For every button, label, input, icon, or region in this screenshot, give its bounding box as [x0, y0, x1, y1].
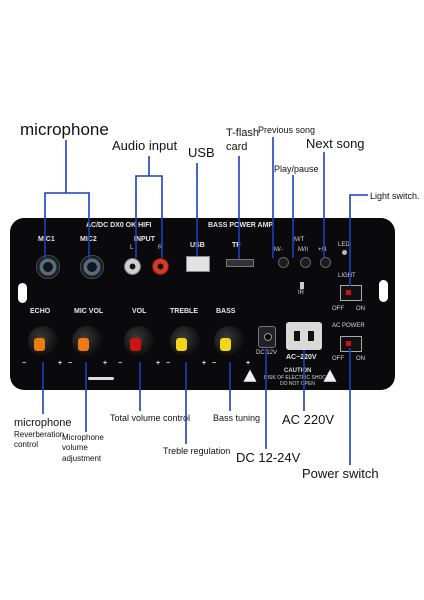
callout-reverberation-control: Reverberation control	[14, 430, 65, 450]
led-indicator	[342, 250, 347, 255]
callout-ac-220v: AC 220V	[282, 412, 335, 427]
bass-minus: −	[212, 360, 217, 367]
label-prev-btn: M/-	[274, 247, 283, 253]
callout-mic-volume-adjustment: Microphone volume adjustment	[62, 433, 104, 463]
line-light-switch	[349, 194, 368, 286]
callout-light-switch: Light switch.	[370, 191, 420, 201]
treble-knob[interactable]	[170, 326, 200, 356]
line-audio-input	[135, 175, 163, 258]
next-button[interactable]	[320, 257, 331, 268]
bass-knob-cap	[220, 338, 231, 351]
label-echo: ECHO	[30, 308, 51, 315]
micvol-minus: −	[68, 360, 73, 367]
callout-dc-12-24v: DC 12-24V	[236, 450, 301, 465]
rca-left-jack[interactable]	[124, 258, 141, 275]
callout-bass-tuning: Bass tuning	[213, 413, 261, 423]
label-input: INPUT	[134, 236, 155, 243]
ac-power-socket[interactable]	[286, 322, 322, 350]
callout-power-switch: Power switch	[302, 466, 379, 481]
label-vol: VOL	[132, 308, 147, 315]
label-power-off: OFF	[332, 356, 344, 362]
mic2-jack[interactable]	[80, 255, 104, 279]
mount-slot-left	[18, 283, 27, 303]
label-power-on: ON	[356, 356, 365, 362]
caution-title: CAUTION	[284, 368, 312, 374]
callout-previous-song: Previous song	[258, 125, 316, 135]
label-tf: TF	[232, 242, 241, 249]
label-led: LED	[338, 242, 350, 248]
caution-line2: DO NOT OPEN	[280, 381, 315, 387]
callout-tflash: T-flash	[226, 127, 260, 139]
rca-right-jack[interactable]	[152, 258, 169, 275]
label-ir: IR	[298, 290, 304, 296]
play-pause-button[interactable]	[300, 257, 311, 268]
ac-pin-right	[308, 331, 314, 341]
label-bass: BASS	[216, 308, 236, 315]
callout-usb: USB	[188, 145, 215, 160]
ir-receiver	[300, 282, 304, 289]
light-switch[interactable]	[340, 285, 362, 301]
callout-treble-regulation: Treble regulation	[163, 446, 231, 456]
usb-port[interactable]	[186, 256, 210, 272]
mic1-jack[interactable]	[36, 255, 60, 279]
label-light: LIGHT	[338, 273, 356, 279]
echo-knob[interactable]	[28, 326, 58, 356]
warning-triangle-icon	[322, 368, 338, 383]
warning-triangle-icon	[242, 368, 258, 383]
panel-model: BASS POWER AMP	[208, 222, 274, 229]
echo-minus: −	[22, 360, 27, 367]
vol-knob-cap	[130, 338, 141, 351]
mic-vol-knob-cap	[78, 338, 89, 351]
label-mic-vol: MIC VOL	[74, 308, 104, 315]
label-light-off: OFF	[332, 306, 344, 312]
label-light-on: ON	[356, 306, 365, 312]
ac-pin-left	[294, 331, 300, 341]
callout-card: card	[226, 141, 248, 153]
mount-slot-right	[379, 280, 388, 302]
vol-knob[interactable]	[124, 326, 154, 356]
label-ac-power: AC POWER	[332, 323, 365, 329]
label-input-l: L	[130, 245, 134, 251]
label-next-btn: +/4	[318, 247, 327, 253]
callout-microphone-top: microphone	[20, 120, 109, 139]
bass-plus: +	[246, 360, 251, 367]
callout-play-pause: Play/pause	[274, 164, 319, 174]
echo-plus: +	[58, 360, 63, 367]
label-mt: M/T	[294, 237, 305, 243]
label-input-r: R	[158, 245, 163, 251]
tf-card-slot[interactable]	[226, 259, 254, 267]
label-mic1: MIC1	[38, 236, 55, 243]
panel-brand: AC/DC DX0 OK HIFI	[86, 222, 152, 229]
mic-vol-knob[interactable]	[72, 326, 102, 356]
line-microphone-top	[44, 192, 90, 258]
treble-plus: +	[202, 360, 207, 367]
vol-plus: +	[156, 360, 161, 367]
callout-audio-input: Audio input	[112, 138, 178, 153]
callout-microphone-bottom: microphone	[14, 417, 72, 429]
label-play-btn: M/II	[298, 247, 308, 253]
bass-knob[interactable]	[214, 326, 244, 356]
treble-knob-cap	[176, 338, 187, 351]
echo-knob-cap	[34, 338, 45, 351]
label-treble: TREBLE	[170, 308, 198, 315]
vol-minus: −	[118, 360, 123, 367]
callout-next-song: Next song	[306, 136, 365, 151]
power-switch[interactable]	[340, 336, 362, 352]
prev-button[interactable]	[278, 257, 289, 268]
amplifier-panel	[10, 218, 395, 390]
treble-minus: −	[166, 360, 171, 367]
arrow-decoration	[88, 377, 114, 380]
caution-line1: RISK OF ELECTRIC SHOCK	[264, 375, 330, 381]
callout-total-volume-control: Total volume control	[110, 413, 191, 423]
dc-power-jack[interactable]	[258, 326, 276, 348]
micvol-plus: +	[103, 360, 108, 367]
label-ac: AC~220V	[286, 354, 317, 361]
